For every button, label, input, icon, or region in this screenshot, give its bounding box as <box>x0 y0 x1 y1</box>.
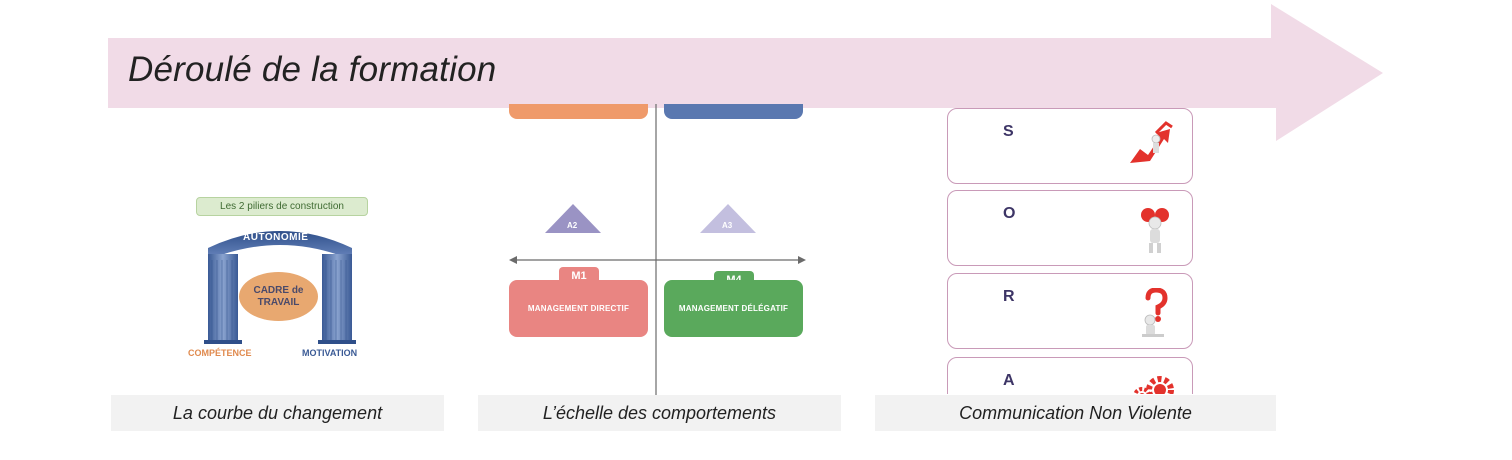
banner-arrow <box>108 4 1383 141</box>
m1-label: MANAGEMENT DIRECTIF <box>527 304 630 313</box>
blue-box-partial <box>664 104 803 119</box>
orange-box-partial <box>509 104 648 119</box>
left-pillar-label: COMPÉTENCE <box>188 348 252 358</box>
caption-1: La courbe du changement <box>111 395 444 431</box>
gears-icon <box>1133 376 1174 394</box>
a2-label: A2 <box>567 221 578 230</box>
grid-axes <box>509 104 806 396</box>
sora-letter-o: O <box>1003 205 1016 222</box>
sora-letter-a: A <box>1003 372 1015 389</box>
arch-label: AUTONOMIE <box>243 232 309 243</box>
banner-title: Déroulé de la formation <box>128 50 497 89</box>
pillars-heading: Les 2 piliers de construction <box>196 197 368 216</box>
sora-letter-s: S <box>1003 123 1014 140</box>
sora-card-o: O <box>947 190 1193 266</box>
binoculars-figure-icon <box>1141 208 1169 253</box>
sora-letter-r: R <box>1003 288 1015 305</box>
core-line-2: TRAVAIL <box>257 296 300 308</box>
question-figure-icon <box>1142 288 1168 337</box>
core-circle: CADRE de TRAVAIL <box>239 272 318 321</box>
sora-card-a: A <box>947 357 1193 394</box>
arch-graphic <box>204 231 356 344</box>
m4-label: MANAGEMENT DÉLÉGATIF <box>678 304 789 313</box>
sora-card-r: R <box>947 273 1193 349</box>
m1-box: MANAGEMENT DIRECTIF <box>509 280 648 337</box>
core-line-1: CADRE de <box>253 284 304 296</box>
sora-list: S O R A <box>947 108 1193 394</box>
caption-2: L’échelle des comportements <box>478 395 841 431</box>
a3-label: A3 <box>722 221 733 230</box>
caption-3: Communication Non Violente <box>875 395 1276 431</box>
success-arrows-icon <box>1130 121 1173 163</box>
right-pillar-label: MOTIVATION <box>302 348 358 358</box>
sora-card-s: S <box>947 108 1193 184</box>
m4-box: MANAGEMENT DÉLÉGATIF <box>664 280 803 337</box>
